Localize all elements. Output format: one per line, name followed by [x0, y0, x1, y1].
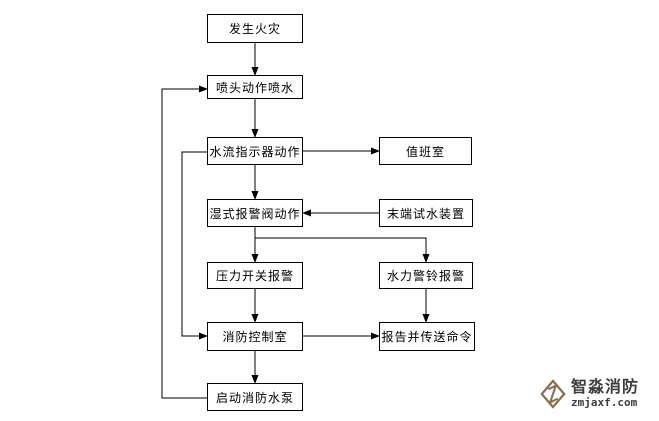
edge-pump-to-sprinkler-loop [161, 85, 208, 399]
node-fire-control-room: 消防控制室 [207, 322, 303, 351]
brand-text: 智淼消防 zmjaxf.com [571, 379, 640, 409]
brand-name: 智淼消防 [571, 379, 640, 396]
node-end-test-water-device: 末端试水装置 [379, 199, 473, 227]
brand-diamond-icon [540, 379, 566, 409]
node-start-fire-pump: 启动消防水泵 [207, 383, 303, 411]
node-report-transmit-commands: 报告并传送命令 [379, 322, 475, 351]
node-wet-alarm-valve-acts: 湿式报警阀动作 [207, 199, 303, 227]
edge-flow-indicator-to-control-room-loop [181, 151, 208, 340]
node-pressure-switch-alarm: 压力开关报警 [207, 262, 303, 289]
edge-wet-valve-to-hydraulic-bell [255, 237, 430, 263]
node-sprinkler-sprays: 喷头动作喷水 [207, 75, 303, 99]
brand-logo: 智淼消防 zmjaxf.com [539, 378, 639, 410]
node-hydraulic-bell-alarm: 水力警铃报警 [379, 262, 473, 289]
brand-domain: zmjaxf.com [571, 396, 638, 409]
node-duty-room: 值班室 [379, 137, 472, 165]
node-fire-occurs: 发生火灾 [207, 14, 303, 43]
node-flow-indicator-acts: 水流指示器动作 [207, 137, 303, 165]
